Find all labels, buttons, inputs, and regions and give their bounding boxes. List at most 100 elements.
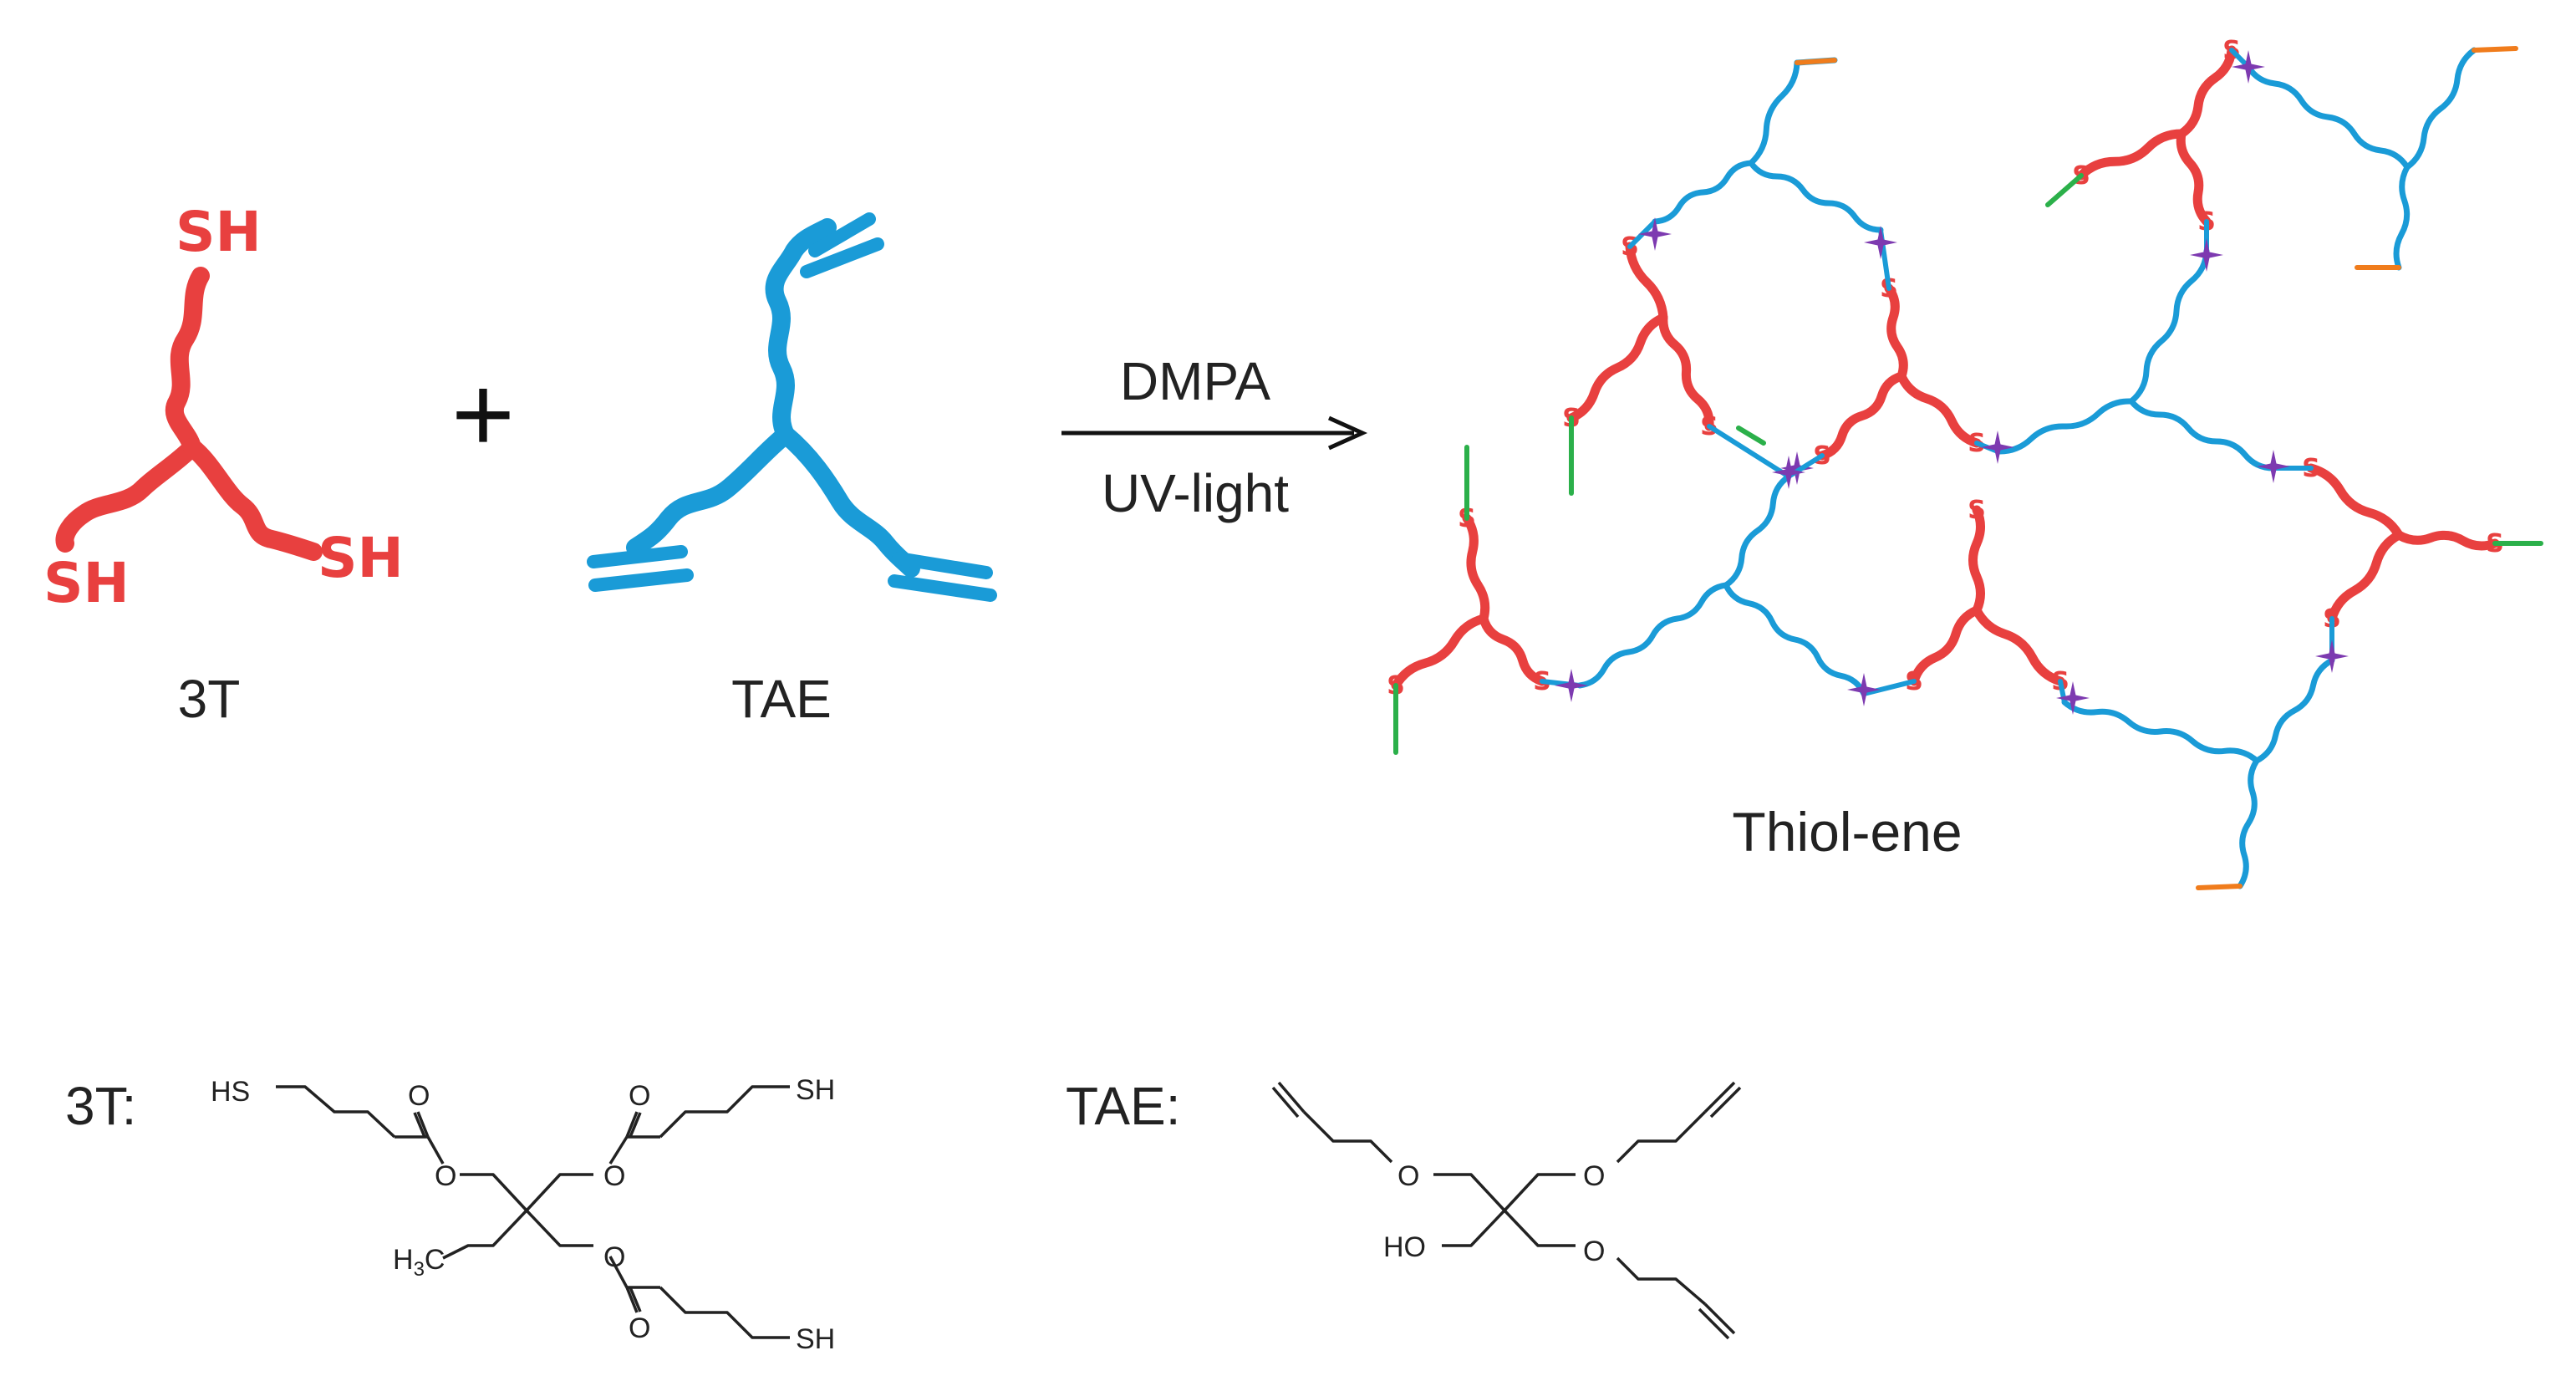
- network-ene-1-arm-2: [1748, 160, 1884, 233]
- thiol-carbonyl-o-3: O: [629, 1312, 650, 1344]
- network-ene-5-arm-2: [2237, 757, 2260, 889]
- network-thiol-2-arm-2: [1896, 371, 1982, 448]
- thiol-ester-o-1: O: [435, 1160, 456, 1192]
- thiol-sh-text-2: SH: [796, 1323, 835, 1355]
- network-crosslink-star-9: [1847, 673, 1881, 706]
- thiol-arm-top: [165, 267, 210, 456]
- thiol-monomer: SH SH SH 3T: [43, 200, 404, 729]
- network-ene-4-arm-1: [1576, 582, 1729, 689]
- thiol-carbonyl-o-1: O: [408, 1080, 430, 1112]
- ene-arm-top: [765, 218, 837, 444]
- ene-name: TAE: [731, 669, 832, 729]
- reaction-arrow: DMPA UV-light: [1061, 351, 1368, 523]
- network-thiol-1-arm-1: [1566, 313, 1668, 423]
- network-crosslink-star-0: [1638, 217, 1672, 251]
- network-thiol-6-arm-0: [2306, 463, 2404, 540]
- ene-structure: TAE: O O O HO: [1066, 1076, 1742, 1340]
- network-ene-3-arm-2: [2128, 398, 2277, 471]
- network-ene-4-arm-2: [1723, 582, 1867, 697]
- network-crosslink-star-8: [2056, 681, 2090, 715]
- network-crosslink-star-7: [1772, 456, 1805, 489]
- network-thiol-5-arm-1: [1909, 605, 1982, 686]
- ene-monomer: TAE: [587, 212, 997, 729]
- network-crosslink-star-6: [1555, 669, 1588, 702]
- network-thiol-4-arm-0: [1462, 513, 1490, 624]
- network-thiol-end-1: [1736, 426, 1766, 446]
- network-thiol-end-2: [2045, 173, 2084, 207]
- ene-double-bond-right-b: [888, 574, 997, 602]
- network-ene-3-arm-1: [1994, 398, 2135, 455]
- thiol-sh-text-1: SH: [796, 1074, 835, 1106]
- ene-ether-o-3: O: [1583, 1236, 1605, 1267]
- thiol-hs-text: HS: [211, 1076, 250, 1108]
- network-thiol-4-arm-2: [1479, 614, 1547, 686]
- network-ene-end-3: [2196, 884, 2243, 890]
- arrow-head: [1327, 415, 1368, 451]
- plus-sign: +: [451, 353, 515, 475]
- network-crosslink-star-1: [1864, 226, 1897, 259]
- network-thiol-4-arm-1: [1391, 614, 1489, 691]
- thiol-sh-left: SH: [43, 551, 130, 615]
- product-name: Thiol-ene: [1732, 801, 1962, 863]
- network-crosslink-star-10: [2257, 450, 2290, 483]
- thiol-structure: 3T: HS O O O O SH O O SH H3C: [65, 1074, 835, 1355]
- network-thiol-5-arm-2: [1972, 605, 2065, 686]
- thiol-arm-right: [183, 438, 323, 561]
- network-ene-5-arm-1: [2061, 699, 2260, 764]
- network-link-9: [1861, 679, 1917, 696]
- ene-structure-label: TAE:: [1066, 1076, 1181, 1136]
- network-thiol-3-arm-0: [2176, 45, 2237, 139]
- thiol-ester-o-2: O: [603, 1160, 625, 1192]
- ene-double-bond-right-a: [892, 552, 993, 579]
- arrow-label-condition: UV-light: [1102, 463, 1289, 523]
- ene-arm-right: [776, 426, 920, 578]
- network-ene-2-arm-2: [2393, 164, 2411, 271]
- ene-hydroxyl: HO: [1383, 1231, 1426, 1263]
- network-thiol-2-arm-0: [1884, 283, 1908, 381]
- network-crosslink-star-3: [1981, 431, 2014, 464]
- network-thiol-5-sulfur-0: S: [1968, 496, 1986, 525]
- network-thiol-5-arm-0: [1968, 505, 1985, 615]
- ene-ether-o-1: O: [1397, 1160, 1419, 1192]
- network-ene-1-arm-1: [1652, 160, 1754, 225]
- network-link-2: [1707, 424, 1791, 479]
- network-thiol-2-arm-1: [1817, 371, 1907, 461]
- network-thiol-1-arm-0: [1625, 242, 1668, 323]
- thiol-sh-top: SH: [176, 200, 262, 264]
- thiol-ester-o-3: O: [603, 1241, 625, 1273]
- ene-skeleton: [1271, 1081, 1742, 1340]
- network-crosslink-star-4: [2232, 50, 2265, 84]
- network-crosslink-star-5: [2190, 238, 2223, 272]
- ene-double-bond-top-b: [800, 237, 884, 278]
- network-thiol-3-arm-2: [2176, 129, 2212, 227]
- ene-double-bond-top-a: [808, 212, 876, 257]
- network-ene-end-0: [1795, 58, 1837, 65]
- ene-arm-left: [626, 426, 795, 557]
- network-ene-2-arm-1: [2245, 64, 2411, 171]
- network-thiol-6-arm-1: [2327, 530, 2404, 624]
- network-thiol-1-arm-2: [1658, 313, 1714, 431]
- network-ene-2-arm-0: [2404, 47, 2477, 171]
- thiol-skeleton: [276, 1085, 790, 1339]
- thiol-structure-label: 3T:: [65, 1076, 136, 1136]
- network-thiol-6-arm-2: [2394, 530, 2500, 551]
- ene-ether-o-2: O: [1583, 1160, 1605, 1192]
- network-ene-4-arm-0: [1723, 473, 1792, 589]
- thiol-sh-right: SH: [318, 526, 404, 590]
- arrow-label-catalyst: DMPA: [1120, 351, 1270, 411]
- network-thiol-3-arm-1: [2076, 129, 2187, 181]
- thiol-carbonyl-o-2: O: [629, 1080, 650, 1112]
- network-ene-1-arm-0: [1748, 59, 1800, 166]
- network-crosslink-star-2: [1780, 451, 1814, 485]
- network-ene-end-1: [2472, 46, 2518, 53]
- thiol-arm-left: [55, 438, 201, 553]
- thiol-name: 3T: [178, 669, 241, 729]
- thiol-methyl-text: H3C: [393, 1244, 445, 1281]
- network-ene-3-arm-0: [2128, 247, 2210, 405]
- ene-double-bond-left-b: [588, 568, 694, 592]
- network-ene-5-arm-0: [2253, 657, 2335, 764]
- ene-double-bond-left-a: [587, 545, 688, 568]
- network-crosslink-star-11: [2315, 640, 2349, 673]
- thiol-ene-network: SSSSSSSSSSSSSSSSSS: [1387, 36, 2543, 890]
